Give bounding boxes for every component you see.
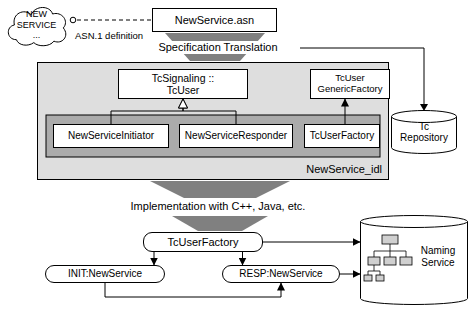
node-label: TcSignaling :: TcUser (138, 72, 228, 96)
naming-service-cylinder: Naming Service (360, 215, 468, 305)
node-label: TcUserFactory (310, 130, 374, 142)
interface-box: TcUserFactory (304, 124, 380, 148)
connector (111, 99, 183, 124)
implementation-arrow (172, 216, 268, 231)
interface-box: NewServiceInitiator (53, 124, 169, 148)
tree-icon (364, 235, 412, 281)
node-label: RESP:NewService (239, 268, 322, 280)
repository-cylinder: Tc Repository (391, 110, 457, 154)
cylinder-body (392, 117, 457, 154)
connector (154, 252, 155, 265)
cylinder-body (361, 222, 468, 305)
interface-band (46, 115, 380, 157)
object-box: TcUserFactory (143, 232, 263, 252)
node-label: NewService.asn (175, 14, 254, 27)
cloud-shape (8, 7, 65, 45)
connector (263, 242, 360, 243)
node-label: NEW SERVICE ... (16, 9, 58, 40)
service-cloud: NEW SERVICE ... (3, 3, 70, 47)
interface-box: TcSignaling :: TcUser (118, 69, 248, 99)
connector (340, 274, 360, 275)
node-label: TcUser GenericFactory (313, 73, 387, 95)
connector (70, 20, 152, 21)
node-label: TcUserFactory (168, 236, 239, 249)
caption-text: Specification Translation (156, 41, 279, 54)
repository-arrowhead (420, 104, 428, 111)
interface-box: TcUser GenericFactory (310, 69, 390, 99)
caption-text: Implementation with C++, Java, etc. (131, 200, 306, 213)
cylinder-top (361, 216, 468, 228)
caption-text: ASN.1 definition (75, 31, 143, 42)
interface-box: NewServiceResponder (179, 124, 293, 148)
object-box: RESP:NewService (222, 265, 340, 283)
implementation-arrow (150, 181, 290, 198)
panel-ground (37, 62, 389, 180)
node-label: INIT:NewService (68, 268, 142, 280)
spec-file-box: NewService.asn (152, 8, 277, 32)
node-label: Tc Repository (396, 121, 452, 144)
node-label: NewServiceResponder (185, 130, 287, 142)
node-label: NewServiceInitiator (68, 130, 154, 142)
connector (183, 99, 236, 124)
repository-line (300, 48, 424, 106)
node-label: NewService_idl (306, 163, 382, 176)
object-box: INIT:NewService (45, 265, 165, 283)
node-label: Naming Service (415, 245, 461, 268)
idl-panel: NewService_idlTcSignaling :: TcUserTcUse… (37, 62, 389, 180)
connector (242, 252, 243, 265)
connector (105, 283, 281, 297)
connector (345, 99, 346, 124)
panel-fill (37, 62, 389, 180)
